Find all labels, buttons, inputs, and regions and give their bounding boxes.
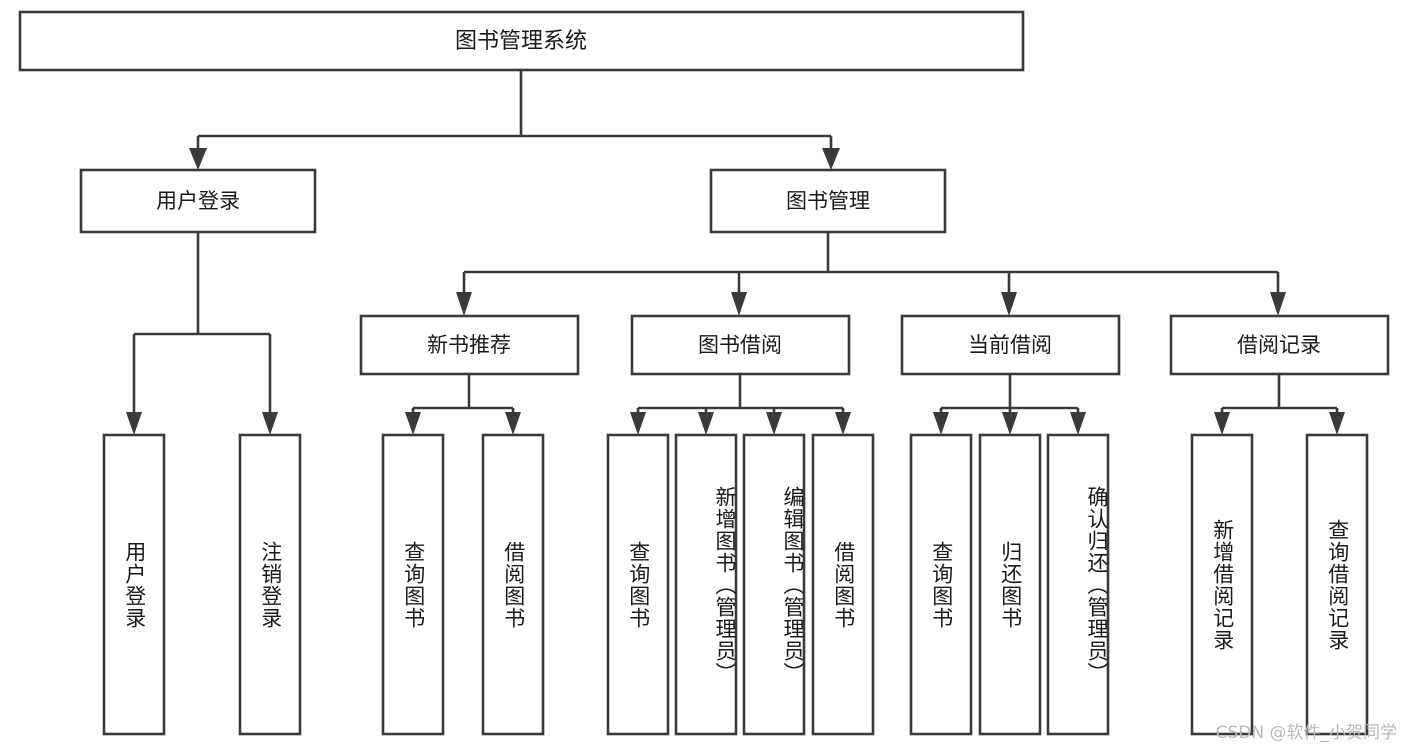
arrowhead-leaf-query-book-2 xyxy=(630,412,646,435)
csdn-watermark: CSDN @软件_小贺同学 xyxy=(1215,723,1397,743)
leaf-logout-box[interactable] xyxy=(238,433,302,736)
arrowhead-user-login xyxy=(189,148,207,170)
node-borrow-record[interactable]: 借阅记录 xyxy=(1169,314,1390,376)
leaf-query-book-1-box[interactable] xyxy=(381,433,445,736)
node-borrow-record-label: 借阅记录 xyxy=(1237,333,1321,357)
node-new-book-rec-box[interactable] xyxy=(359,314,580,376)
arrowhead-leaf-borrow-book-2 xyxy=(835,412,851,435)
arrowhead-leaf-add-record xyxy=(1214,412,1230,435)
node-new-book-rec-label: 新书推荐 xyxy=(427,333,511,357)
node-root-box[interactable] xyxy=(18,10,1025,72)
leaf-borrow-book-2-box[interactable] xyxy=(811,433,875,736)
leaf-add-record-box[interactable] xyxy=(1190,433,1254,736)
leaf-query-book-3-box[interactable] xyxy=(909,433,973,736)
connector-book-manage-to-level3 xyxy=(456,232,1286,316)
arrowhead-leaf-edit-book xyxy=(766,412,782,435)
node-book-manage-label: 图书管理 xyxy=(786,189,870,213)
node-user-login[interactable]: 用户登录 xyxy=(79,168,317,234)
arrowhead-leaf-query-book-3 xyxy=(933,412,949,435)
node-root[interactable]: 图书管理系统 xyxy=(18,10,1025,72)
leaf-return-book-box[interactable] xyxy=(978,433,1042,736)
leaf-confirm-return-box[interactable] xyxy=(1046,433,1110,736)
connector-current-borrow-to-leaves xyxy=(933,374,1086,435)
arrowhead-current-borrow xyxy=(1001,292,1017,316)
arrowhead-leaf-confirm-return xyxy=(1070,412,1086,435)
arrowhead-leaf-add-book xyxy=(698,412,714,435)
connector-new-book-rec-to-leaves xyxy=(405,374,521,435)
arrowhead-borrow-record xyxy=(1270,292,1286,316)
node-root-label: 图书管理系统 xyxy=(455,29,587,54)
connector-user-login-to-leaves xyxy=(126,232,278,435)
arrowhead-new-book-rec xyxy=(456,292,472,316)
node-current-borrow[interactable]: 当前借阅 xyxy=(900,314,1121,376)
node-book-manage[interactable]: 图书管理 xyxy=(709,168,947,234)
node-user-login-label: 用户登录 xyxy=(156,189,240,213)
connector-root-to-level2 xyxy=(189,70,840,170)
node-current-borrow-box[interactable] xyxy=(900,314,1121,376)
leaf-edit-book-box[interactable] xyxy=(742,433,806,736)
node-book-borrow-label: 图书借阅 xyxy=(698,333,782,357)
arrowhead-leaf-logout xyxy=(262,412,278,435)
node-borrow-record-box[interactable] xyxy=(1169,314,1390,376)
node-book-borrow-box[interactable] xyxy=(630,314,851,376)
leaf-boxes xyxy=(102,433,1369,736)
node-new-book-rec[interactable]: 新书推荐 xyxy=(359,314,580,376)
arrowhead-book-manage xyxy=(822,148,840,170)
arrowhead-leaf-return-book xyxy=(1002,412,1018,435)
node-current-borrow-label: 当前借阅 xyxy=(968,333,1052,357)
leaf-borrow-book-1-box[interactable] xyxy=(481,433,545,736)
leaf-query-record-box[interactable] xyxy=(1305,433,1369,736)
leaf-query-book-2-box[interactable] xyxy=(606,433,670,736)
leaf-add-book-box[interactable] xyxy=(674,433,738,736)
connector-borrow-record-to-leaves xyxy=(1214,374,1345,435)
arrowhead-book-borrow xyxy=(731,292,747,316)
node-book-manage-box[interactable] xyxy=(709,168,947,234)
arrowhead-leaf-query-record xyxy=(1329,412,1345,435)
leaf-user-login-box[interactable] xyxy=(102,433,166,736)
connector-book-borrow-to-leaves xyxy=(630,374,851,435)
arrowhead-leaf-borrow-book-1 xyxy=(505,412,521,435)
node-book-borrow[interactable]: 图书借阅 xyxy=(630,314,851,376)
arrowhead-leaf-user-login xyxy=(126,412,142,435)
arrowhead-leaf-query-book-1 xyxy=(405,412,421,435)
